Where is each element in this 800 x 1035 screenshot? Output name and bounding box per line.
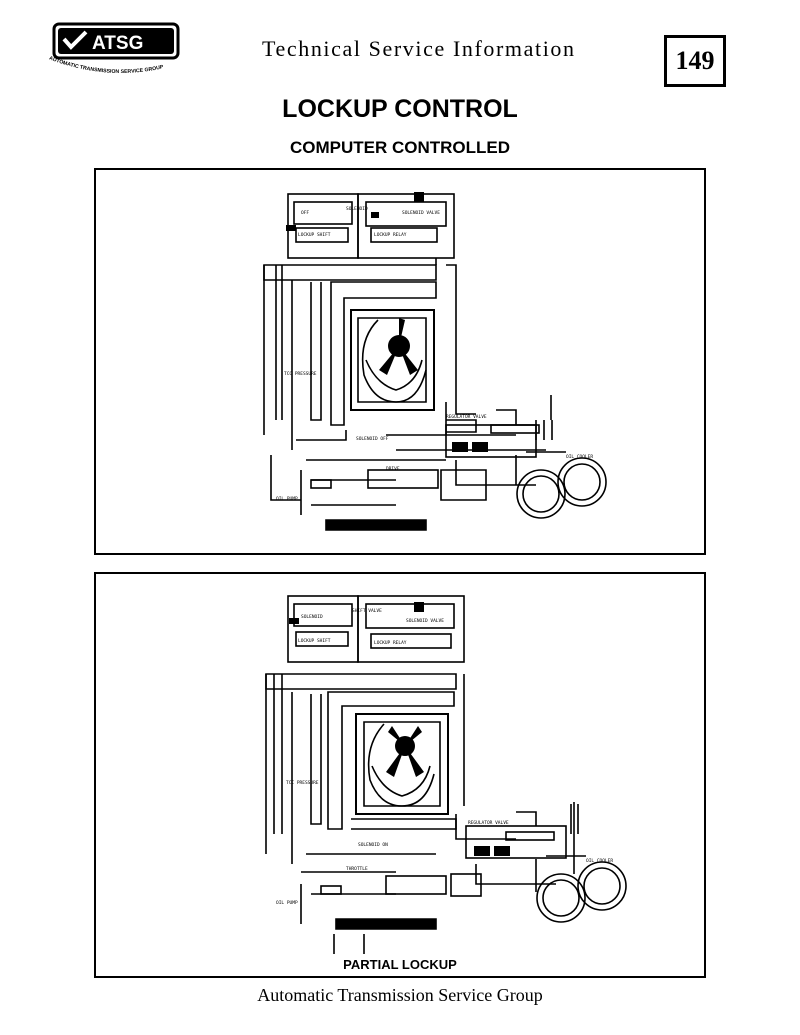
atsg-logo: ATSG AUTOMATIC TRANSMISSION SERVICE GROU… [40, 22, 202, 80]
svg-text:TCC PRESSURE: TCC PRESSURE [284, 371, 317, 377]
svg-text:OIL PUMP: OIL PUMP [276, 900, 298, 906]
page-title: LOCKUP CONTROL [282, 95, 518, 123]
svg-text:SOLENOID ON: SOLENOID ON [358, 842, 388, 848]
svg-text:REGULATOR VALVE: REGULATOR VALVE [446, 414, 487, 420]
diagram-panel-full-lockup: OFF SOLENOID SOLENOID VALVE LOCKUP SHIFT… [94, 168, 706, 555]
svg-text:SOLENOID VALVE: SOLENOID VALVE [406, 618, 444, 624]
page-footer: Automatic Transmission Service Group [257, 985, 543, 1005]
svg-text:OIL PUMP: OIL PUMP [276, 496, 298, 502]
svg-text:SOLENOID: SOLENOID [301, 614, 323, 620]
hydraulic-schematic-2: SOLENOID SHIFT VALVE SOLENOID VALVE LOCK… [265, 595, 627, 954]
svg-text:THROTTLE: THROTTLE [346, 866, 368, 872]
page-number: 149 [675, 46, 715, 75]
svg-text:TCC PRESSURE: TCC PRESSURE [286, 780, 319, 786]
svg-text:SOLENOID OFF: SOLENOID OFF [356, 436, 389, 442]
svg-text:LOCKUP RELAY: LOCKUP RELAY [374, 640, 407, 646]
page-number-badge: 149 [664, 35, 726, 87]
hydraulic-schematic-1: OFF SOLENOID SOLENOID VALVE LOCKUP SHIFT… [263, 192, 607, 531]
svg-text:OIL COOLER: OIL COOLER [586, 858, 613, 864]
svg-text:SOLENOID: SOLENOID [346, 206, 368, 212]
svg-text:LOCKUP SHIFT: LOCKUP SHIFT [298, 232, 331, 238]
svg-text:OIL COOLER: OIL COOLER [566, 454, 593, 460]
svg-text:SOLENOID VALVE: SOLENOID VALVE [402, 210, 440, 216]
svg-text:LOCKUP RELAY: LOCKUP RELAY [374, 232, 407, 238]
page-subtitle: COMPUTER CONTROLLED [289, 138, 511, 157]
header-title: Technical Service Information [262, 36, 576, 61]
svg-text:OFF: OFF [301, 210, 309, 216]
svg-text:REGULATOR VALVE: REGULATOR VALVE [468, 820, 509, 826]
svg-text:LOCKUP SHIFT: LOCKUP SHIFT [298, 638, 331, 644]
diagram-panel-partial-lockup: SOLENOID SHIFT VALVE SOLENOID VALVE LOCK… [94, 572, 706, 978]
svg-text:DRIVE: DRIVE [386, 466, 400, 472]
diagram-caption-2: PARTIAL LOCKUP [343, 957, 457, 972]
svg-text:ATSG: ATSG [92, 33, 143, 54]
svg-text:SHIFT VALVE: SHIFT VALVE [352, 608, 382, 614]
